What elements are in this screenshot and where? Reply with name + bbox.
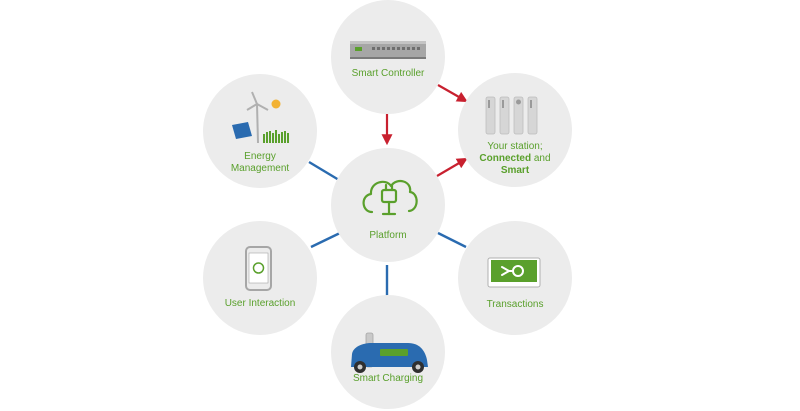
connector-energy-platform bbox=[308, 160, 340, 182]
node-user-interaction: User Interaction bbox=[203, 221, 317, 335]
controller-device-icon bbox=[350, 41, 426, 59]
platform-label: Platform bbox=[369, 230, 406, 241]
node-your-station: Your station; Connected and Smart bbox=[458, 73, 572, 187]
node-platform: Platform bbox=[331, 148, 445, 262]
your-station-and: and bbox=[531, 153, 550, 164]
smartphone-icon bbox=[245, 246, 272, 291]
your-station-line2: Connected and bbox=[479, 153, 550, 164]
your-station-connected: Connected bbox=[479, 153, 531, 164]
node-transactions: Transactions bbox=[458, 221, 572, 335]
your-station-line3: Smart bbox=[501, 165, 530, 176]
electric-car-charging-icon bbox=[351, 332, 428, 373]
connector-user-platform bbox=[310, 231, 341, 249]
arrow-platform-station bbox=[436, 157, 468, 177]
wind-solar-energy-icon bbox=[232, 91, 289, 144]
transactions-label: Transactions bbox=[487, 299, 544, 310]
your-station-line1: Your station; bbox=[487, 141, 542, 152]
energy-management-line1: Energy bbox=[244, 151, 276, 162]
payment-card-icon bbox=[487, 257, 541, 288]
charging-stations-details bbox=[488, 99, 532, 108]
smart-controller-label: Smart Controller bbox=[352, 68, 425, 79]
cloud-plug-icon bbox=[362, 179, 418, 216]
arrow-controller-station bbox=[437, 84, 468, 103]
smart-charging-label: Smart Charging bbox=[353, 373, 423, 384]
connector-platform-transactions bbox=[437, 231, 467, 249]
node-energy-management: Energy Management bbox=[203, 74, 317, 188]
energy-management-line2: Management bbox=[231, 163, 290, 174]
user-interaction-label: User Interaction bbox=[225, 298, 296, 309]
node-smart-controller: Smart Controller bbox=[331, 0, 445, 114]
node-smart-charging: Smart Charging bbox=[331, 295, 445, 409]
